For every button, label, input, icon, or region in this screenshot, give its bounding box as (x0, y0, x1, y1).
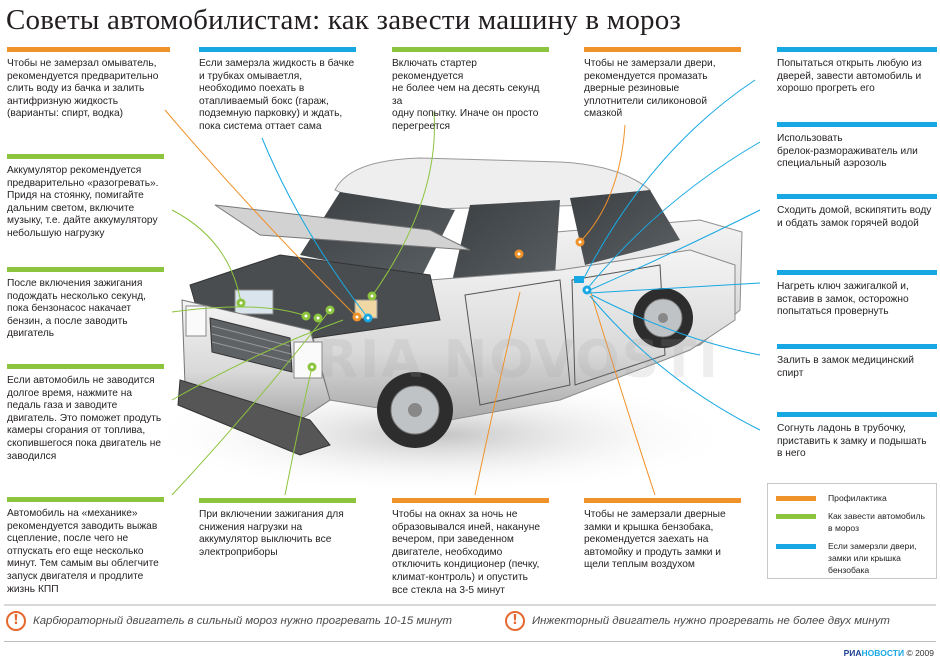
category-bar-green (7, 267, 164, 272)
tip-text: Аккумулятор рекомендуется предварительно… (7, 165, 159, 239)
legend: Профилактика Как завести автомобиль в мо… (767, 483, 937, 579)
tip-text: После включения зажигания подождать неск… (7, 278, 147, 340)
legend-item-frozen-locks: Если замерзли двери, замки или крышка бе… (776, 540, 928, 576)
legend-swatch-green (776, 514, 816, 519)
tip-battery-warmup: Аккумулятор рекомендуется предварительно… (7, 154, 164, 241)
category-bar-blue (777, 344, 937, 349)
legend-label: Если замерзли двери, замки или крышка бе… (828, 541, 917, 575)
category-bar-blue (199, 47, 356, 52)
tip-text: При включении зажигания для снижения наг… (199, 509, 344, 558)
car-front-window (450, 200, 560, 290)
legend-item-prevention: Профилактика (776, 492, 928, 504)
tip-washer-antifreeze: Чтобы не замерзал омыватель, рекомендует… (7, 47, 170, 121)
category-bar-green (7, 154, 164, 159)
tip-starter-duration: Включать стартер рекомендуется не более … (392, 47, 549, 134)
category-bar-blue (777, 122, 937, 127)
category-bar-green (199, 498, 356, 503)
tip-defrost-spray: Использовать брелок-размораживатель или … (777, 122, 937, 171)
car-front (181, 299, 331, 421)
car-engine-bay (189, 254, 441, 341)
car-roof (334, 157, 652, 211)
exclamation-circle-icon: ! (505, 611, 525, 631)
tip-text: Согнуть ладонь в трубочку, приставить к … (777, 423, 927, 460)
exclamation-circle-icon: ! (6, 611, 26, 631)
category-bar-orange (584, 47, 741, 52)
tip-text: Попытаться открыть любую из дверей, заве… (777, 58, 922, 95)
legend-item-how-to-start: Как завести автомобиль в мороз (776, 510, 928, 534)
divider-top (4, 604, 936, 606)
category-bar-blue (777, 412, 937, 417)
footer-credit: РИАНОВОСТИ © 2009 (844, 648, 934, 658)
tip-medical-alcohol: Залить в замок медицинский спирт (777, 344, 937, 380)
tip-text: Использовать брелок-размораживатель или … (777, 133, 918, 170)
legend-label: Как завести автомобиль в мороз (828, 511, 925, 533)
category-bar-green (392, 47, 549, 52)
tip-text: Сходить домой, вскипятить воду и обдать … (777, 205, 932, 229)
tip-door-seals: Чтобы не замерзали двери, рекомендуется … (584, 47, 741, 121)
tip-text: Залить в замок медицинский спирт (777, 355, 914, 379)
tip-locks-blow-dry: Чтобы не замерзали дверные замки и крышк… (584, 498, 741, 572)
tip-washer-frozen: Если замерзла жидкость в бачке и трубках… (199, 47, 356, 134)
tip-fuel-pump-wait: После включения зажигания подождать неск… (7, 267, 164, 341)
tip-text: Если замерзла жидкость в бачке и трубках… (199, 58, 355, 132)
note-text: Инжекторный двигатель нужно прогревать н… (532, 615, 890, 627)
tip-manual-clutch: Автомобиль на «механике» рекомендуется з… (7, 497, 164, 596)
brand-novosti: НОВОСТИ (861, 648, 905, 658)
note-injector: ! Инжекторный двигатель нужно прогревать… (505, 611, 890, 631)
tip-text: Чтобы на окнах за ночь не образовывался … (392, 509, 541, 596)
note-text: Карбюраторный двигатель в сильный мороз … (33, 615, 452, 627)
category-bar-orange (7, 47, 170, 52)
tip-gas-pedal: Если автомобиль не заводится долгое врем… (7, 364, 164, 463)
copyright: © 2009 (906, 648, 934, 658)
legend-swatch-orange (776, 496, 816, 501)
tip-text: Чтобы не замерзал омыватель, рекомендует… (7, 58, 159, 120)
tip-text: Если автомобиль не заводится долгое врем… (7, 375, 162, 462)
tip-text: Чтобы не замерзали двери, рекомендуется … (584, 58, 716, 120)
page-title: Советы автомобилистам: как завести машин… (6, 4, 682, 36)
category-bar-green (7, 364, 164, 369)
tip-window-frost: Чтобы на окнах за ночь не образовывался … (392, 498, 549, 597)
car-grille (209, 317, 293, 373)
category-bar-blue (777, 47, 937, 52)
car-windshield (300, 192, 455, 280)
note-carburetor: ! Карбюраторный двигатель в сильный моро… (6, 611, 452, 631)
tip-breathe-on-lock: Согнуть ладонь в трубочку, приставить к … (777, 412, 937, 461)
brand-ria: РИА (843, 648, 862, 658)
tip-hot-water: Сходить домой, вскипятить воду и обдать … (777, 194, 937, 230)
tip-try-any-door: Попытаться открыть любую из дверей, заве… (777, 47, 937, 96)
category-bar-blue (777, 270, 937, 275)
tip-text: Чтобы не замерзали дверные замки и крышк… (584, 509, 726, 571)
legend-label: Профилактика (828, 493, 887, 503)
legend-swatch-blue (776, 544, 816, 549)
car-hood (214, 204, 471, 251)
category-bar-green (7, 497, 164, 502)
car-headlight-left (185, 305, 207, 337)
watermark: RIA NOVOSTI (318, 330, 720, 390)
divider-bottom (4, 641, 936, 642)
category-bar-orange (392, 498, 549, 503)
car-shadow (140, 375, 740, 495)
tip-text: Автомобиль на «механике» рекомендуется з… (7, 508, 159, 595)
tip-text: Нагреть ключ зажигалкой и, вставив в зам… (777, 281, 909, 318)
tip-text: Включать стартер рекомендуется не более … (392, 58, 540, 132)
car-bumper (177, 379, 331, 456)
category-bar-orange (584, 498, 741, 503)
tip-electrical-off: При включении зажигания для снижения наг… (199, 498, 356, 559)
tip-heat-key: Нагреть ключ зажигалкой и, вставив в зам… (777, 270, 937, 319)
category-bar-blue (777, 194, 937, 199)
car-rear-window (570, 190, 680, 265)
